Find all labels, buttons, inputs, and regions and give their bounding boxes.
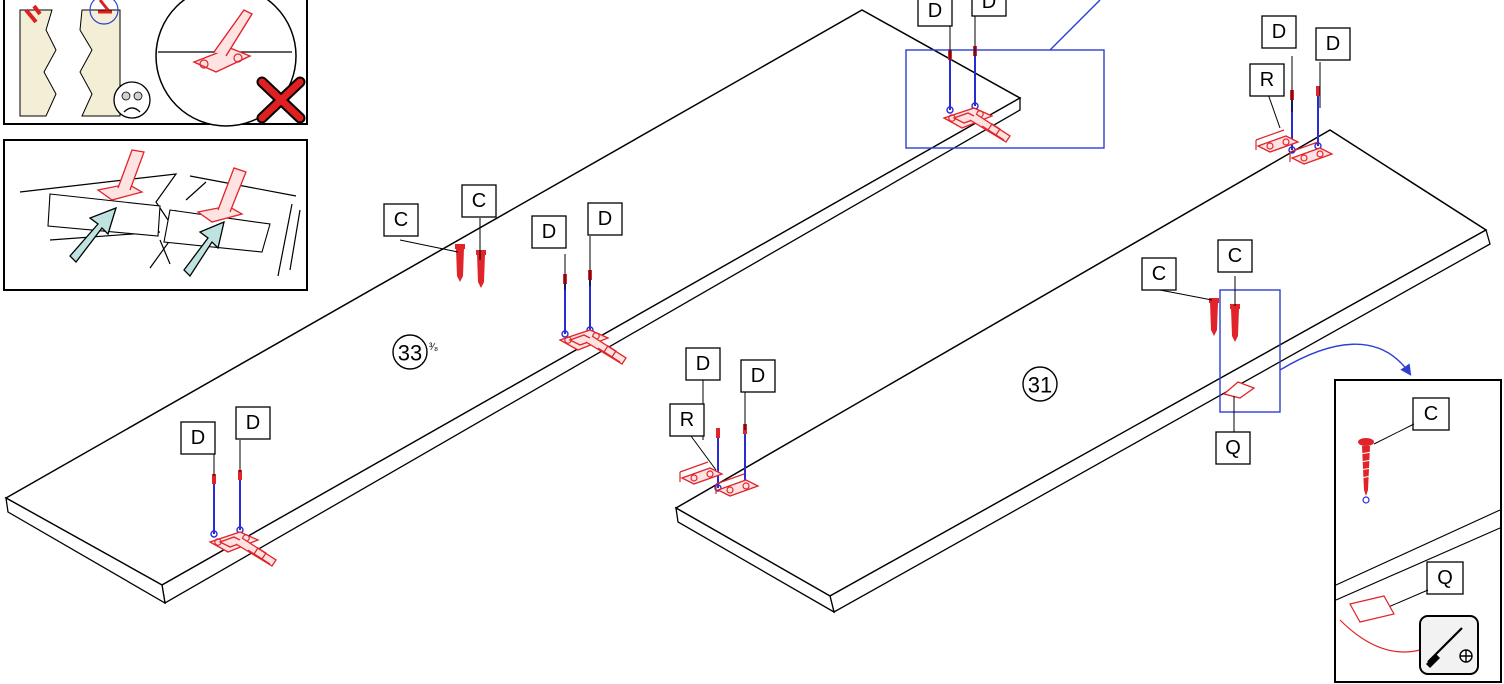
- callout-d-2: D: [235, 406, 271, 440]
- svg-text:D: D: [982, 0, 996, 13]
- svg-text:Q: Q: [1437, 567, 1453, 589]
- svg-text:D: D: [696, 353, 710, 375]
- svg-text:D: D: [598, 208, 612, 230]
- panel-33-label: 33 ³⁄₈: [392, 334, 438, 370]
- panel-33: [4, 9, 1022, 605]
- svg-text:R: R: [1260, 69, 1274, 91]
- svg-text:Q: Q: [1225, 437, 1241, 459]
- callout-d-4: D: [587, 202, 623, 236]
- warning-inset: [3, 0, 308, 127]
- sad-face-icon: [113, 81, 151, 119]
- svg-text:³⁄₈: ³⁄₈: [429, 342, 438, 353]
- callout-r-1: R: [669, 403, 705, 437]
- panel-31: [674, 129, 1491, 614]
- svg-text:D: D: [928, 0, 942, 22]
- callout-d-3: D: [531, 215, 567, 249]
- callout-c-2: C: [461, 184, 497, 218]
- callout-c-4: C: [1217, 239, 1253, 273]
- svg-text:31: 31: [1028, 373, 1052, 398]
- zoom-frame-top: [905, 0, 1105, 149]
- svg-text:C: C: [1152, 263, 1166, 285]
- svg-text:C: C: [472, 190, 486, 212]
- phillips-head-icon: [1459, 649, 1473, 663]
- svg-text:D: D: [542, 221, 556, 243]
- callout-d-5: D: [917, 0, 953, 27]
- svg-text:C: C: [1228, 245, 1242, 267]
- svg-text:R: R: [680, 409, 694, 431]
- callout-d-10: D: [1315, 27, 1351, 61]
- svg-text:C: C: [394, 209, 408, 231]
- catch-q: [1222, 381, 1256, 399]
- detail-inset: C Q: [1334, 379, 1502, 683]
- alignment-inset: [3, 139, 308, 291]
- svg-text:D: D: [191, 427, 205, 449]
- callout-c-3: C: [1141, 257, 1177, 291]
- svg-text:D: D: [1326, 33, 1340, 55]
- callout-d-7: D: [685, 347, 721, 381]
- svg-text:D: D: [1272, 21, 1286, 43]
- screwdriver-icon: [1419, 615, 1479, 675]
- callout-q-detail: Q: [1426, 561, 1464, 595]
- callout-d-6: D: [971, 0, 1007, 17]
- zoom-frame-catch: [1219, 289, 1412, 413]
- panel-31-label: 31: [1022, 366, 1058, 402]
- svg-text:33: 33: [398, 341, 422, 366]
- callout-d-1: D: [180, 421, 216, 455]
- callout-q-1: Q: [1215, 431, 1251, 465]
- svg-text:C: C: [1424, 403, 1438, 425]
- screw-c-detail: [1358, 438, 1374, 504]
- svg-text:D: D: [246, 412, 260, 434]
- callout-d-9: D: [1261, 15, 1297, 49]
- callout-r-2: R: [1249, 63, 1285, 97]
- direction-arrow-icon: [69, 206, 225, 278]
- hinge-top-right: [1255, 85, 1333, 165]
- callout-d-8: D: [740, 359, 776, 393]
- wrong-cross-icon: [256, 76, 306, 124]
- callout-c-detail: C: [1412, 397, 1450, 431]
- callout-c-1: C: [383, 203, 419, 237]
- svg-text:D: D: [751, 365, 765, 387]
